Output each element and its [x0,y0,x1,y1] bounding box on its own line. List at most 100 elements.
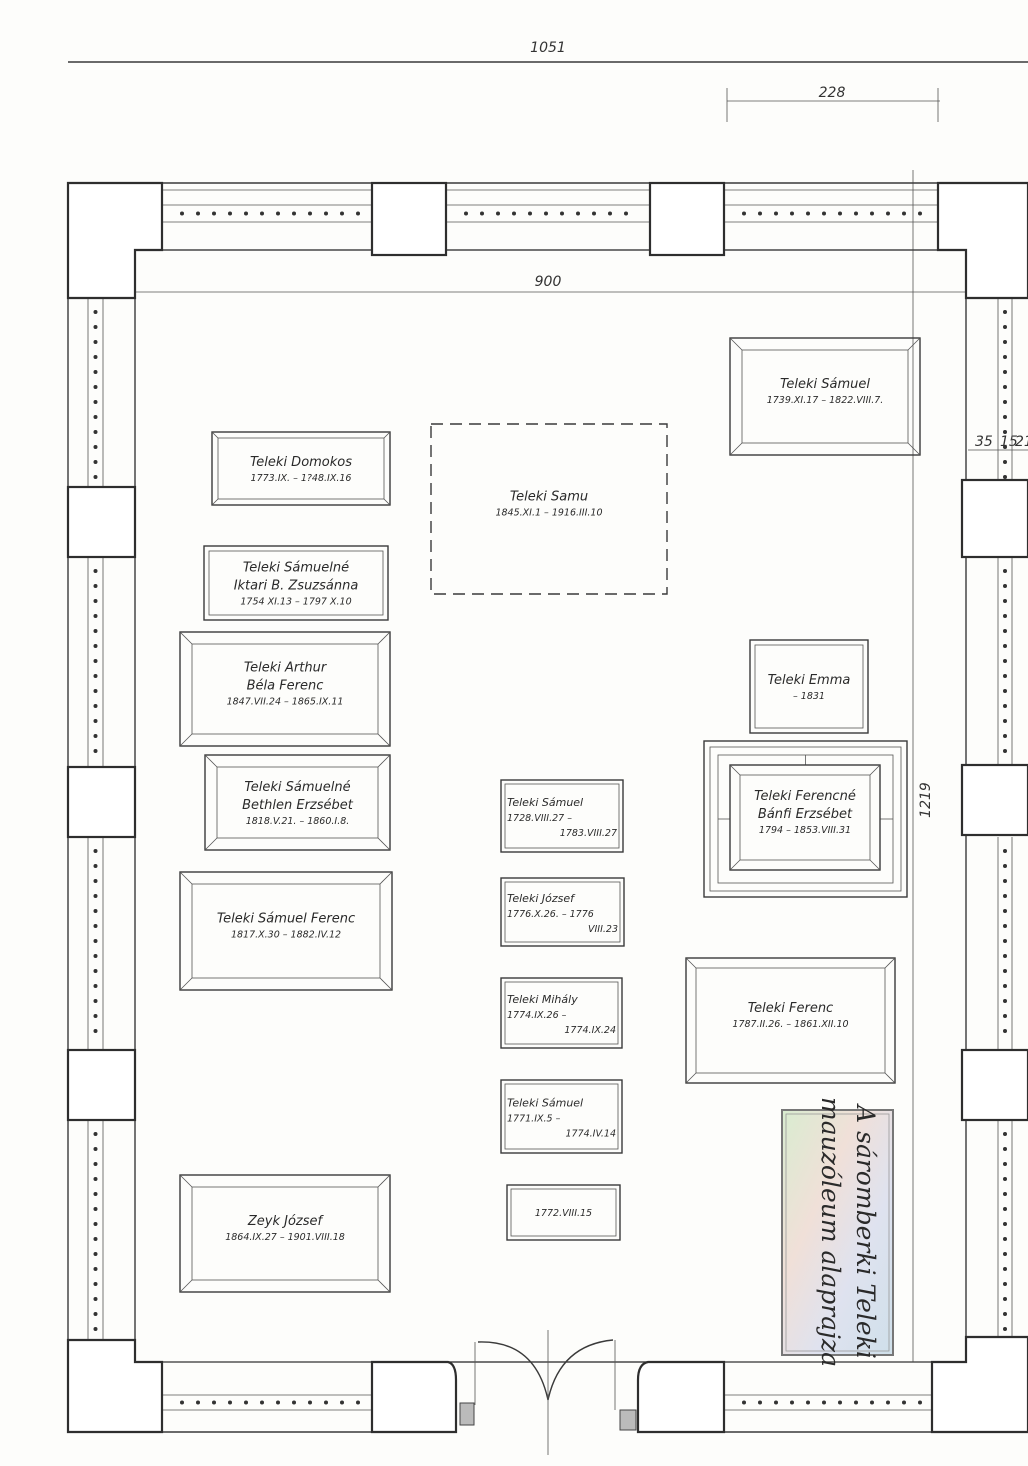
strip-dot [228,1400,232,1405]
tomb-name: Teleki Sámuel [507,796,583,809]
strip-dot [93,355,98,359]
pier [960,763,1028,837]
strip-dot [1003,415,1007,419]
strip-dot [774,1400,778,1405]
corner-pier-bottom-left [66,1338,164,1434]
strip-dot [854,211,858,216]
strip-dot [93,909,98,913]
strip-dot [196,211,200,216]
tomb-dates: 1739.XI.17 – 1822.VIII.7. [767,395,884,406]
strip-dot [544,211,548,216]
strip-dot [93,674,98,678]
strip-dot [93,849,98,853]
strip-dot [212,1400,216,1405]
strip-dot [93,1147,98,1151]
strip-dot [1003,400,1007,404]
window-strip [997,298,1013,487]
tomb-dates: 1773.IX. – 1?48.IX.16 [251,473,352,484]
strip-dot [93,1327,98,1331]
strip-dot [1003,370,1007,374]
strip-dot [93,400,98,404]
strip-dot [1003,460,1007,464]
strip-dot [93,325,98,329]
tomb-dates: VIII.23 [588,924,618,935]
strip-dot [742,211,746,216]
strip-dot [870,211,874,216]
window-strip [997,557,1013,767]
corner-pier-top-left [66,181,164,300]
tomb-name: Teleki Ferencné [754,789,856,804]
tomb-dates: 1772.VIII.15 [535,1208,592,1219]
door-jamb [619,1409,637,1431]
strip-dot [1003,1207,1007,1211]
strip-dot [93,599,98,603]
dimension-label: 21 [1015,434,1028,450]
strip-dot [1003,734,1007,738]
strip-dot [1003,599,1007,603]
strip-dot [1003,939,1007,943]
tomb-name: Teleki Emma [768,673,851,688]
strip-dot [838,211,842,216]
strip-dot [93,1014,98,1018]
strip-dot [93,734,98,738]
pier [648,181,726,257]
strip-dot [93,415,98,419]
window-strip [162,1361,372,1411]
strip-dot [1003,849,1007,853]
strip-dot [758,1400,762,1405]
tomb-dates: 1774.IV.14 [565,1129,616,1140]
strip-dot [93,569,98,573]
strip-dot [93,689,98,693]
strip-dot [308,211,312,216]
strip-dot [480,211,484,216]
tomb-dates: 1845.XI.1 – 1916.III.10 [495,508,602,519]
strip-dot [212,211,216,216]
strip-dot [244,1400,248,1405]
strip-dot [528,211,532,216]
entrance-door[interactable] [474,1330,616,1455]
strip-dot [1003,924,1007,928]
window-strip [87,1120,104,1340]
tomb-dates: 1794 – 1853.VIII.31 [759,825,851,836]
strip-dot [1003,969,1007,973]
tomb-name: Teleki Sámuel [507,1097,583,1110]
pier [66,1048,137,1122]
strip-dot [854,1400,858,1405]
wall-piers [66,181,1028,1434]
corner-pier-top-right [936,181,1028,300]
dimension-total-width: 1051 [68,40,1028,63]
strip-dot [1003,704,1007,708]
window-strip [724,1361,932,1411]
strip-dot [93,999,98,1003]
window-strip [446,189,650,223]
strip-dot [1003,894,1007,898]
tomb-name: Bethlen Erzsébet [242,798,354,813]
strip-dot [93,924,98,928]
dimension-interior-width: 900 [126,274,970,293]
strip-dot [806,1400,810,1405]
tomb-slab[interactable]: Teleki Emma– 1831 [749,639,869,734]
strip-dot [93,719,98,723]
tomb-slab[interactable]: 1772.VIII.15 [506,1184,621,1241]
strip-dot [93,749,98,753]
strip-dot [93,969,98,973]
pier [66,765,137,839]
strip-dot [742,1400,746,1405]
strip-dot [1003,430,1007,434]
strip-dot [93,1282,98,1286]
